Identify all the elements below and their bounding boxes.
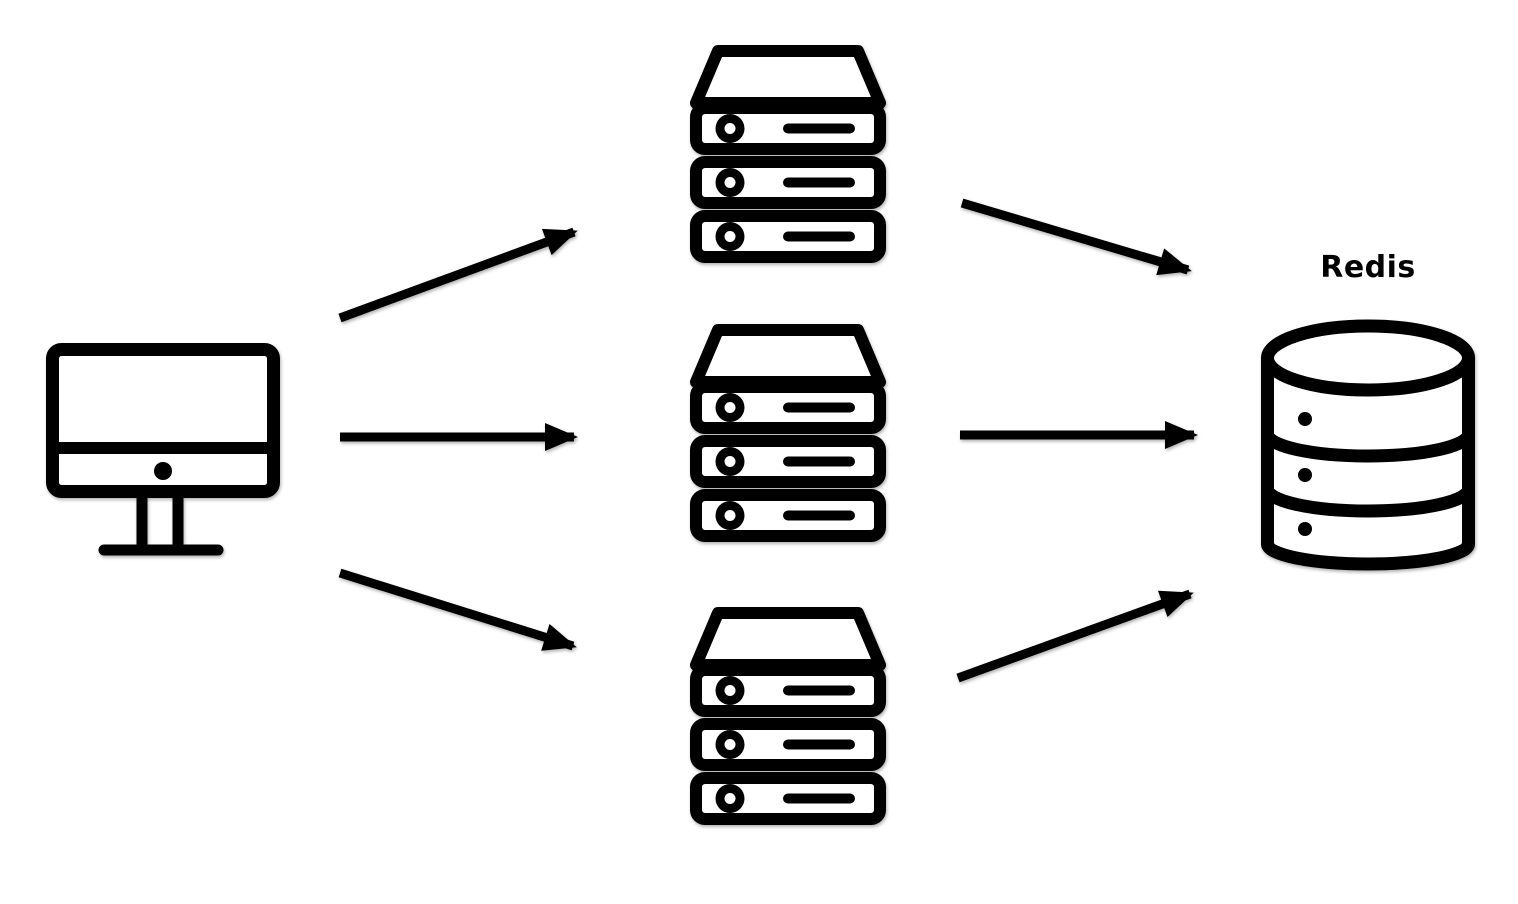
arrow-client-to-server-1 (338, 227, 578, 323)
arrow-server-1-to-redis (960, 198, 1192, 276)
arrow-client-to-server-3 (338, 568, 577, 651)
server-rack-2-icon (690, 324, 886, 542)
server-rack-3-icon (690, 607, 886, 825)
redis-database-icon (1261, 319, 1475, 571)
arrow-server-3-to-redis (956, 589, 1194, 683)
redis-label: Redis (1320, 250, 1416, 285)
desktop-computer-icon (46, 343, 280, 556)
server-rack-1-icon (690, 45, 886, 263)
